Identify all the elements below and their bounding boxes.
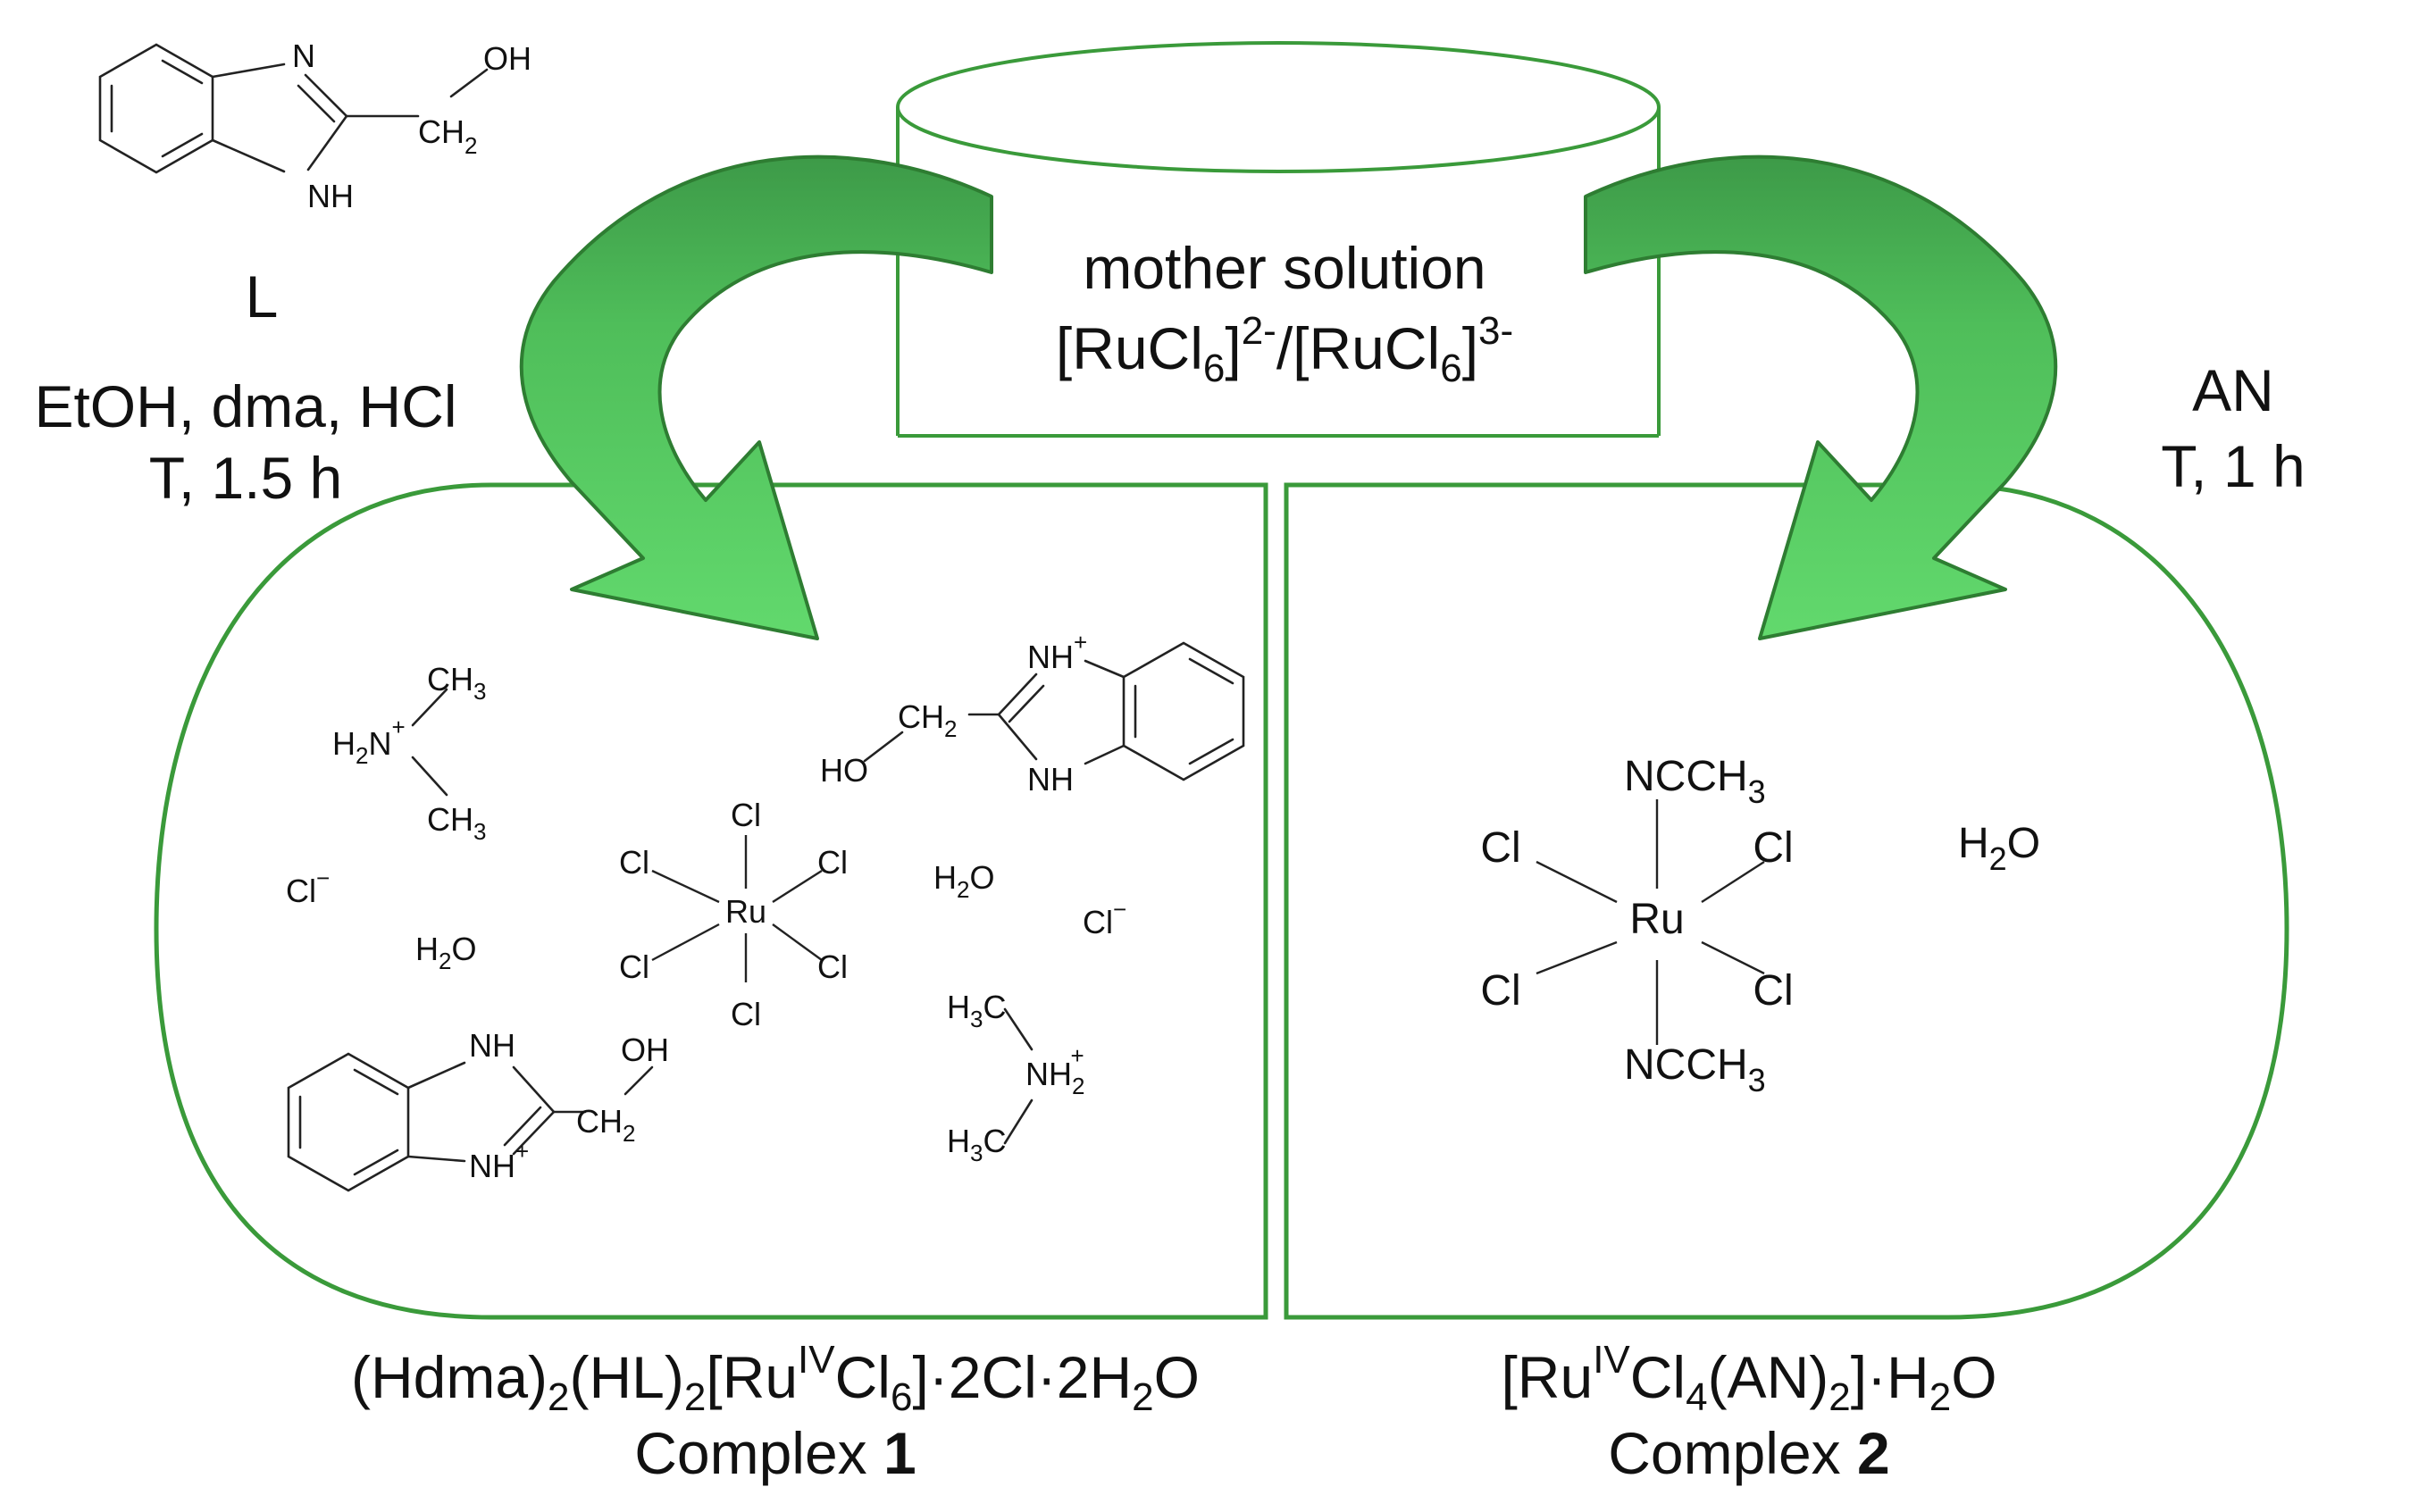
svg-text:NH+: NH+ (469, 1138, 529, 1184)
water-complex2: H2O (1958, 820, 2040, 877)
mother-solution-label: mother solution (1083, 235, 1485, 301)
svg-text:Cl: Cl (731, 996, 761, 1032)
svg-text:NH+: NH+ (1027, 629, 1087, 675)
dma-cation-top: H2N+ CH3 CH3 (332, 661, 486, 845)
svg-text:CH3: CH3 (427, 661, 486, 705)
svg-text:Cl: Cl (817, 948, 848, 985)
chloride-right: Cl− (1083, 896, 1126, 940)
complex1-formula: (Hdma)2(HL)2[RuIVCl6]·2Cl·2H2O (351, 1338, 1200, 1419)
ligand-oh-label: OH (483, 40, 531, 77)
conditions-left-line2: T, 1.5 h (149, 445, 342, 511)
svg-text:Cl: Cl (817, 844, 848, 881)
svg-text:HO: HO (820, 752, 868, 789)
svg-text:NH2+: NH2+ (1025, 1042, 1084, 1099)
hl-cation-bottom: NH NH+ CH2 OH (287, 1027, 669, 1192)
complex1-name: Complex 1 (634, 1420, 916, 1486)
right-arrow (1584, 155, 2058, 640)
conditions-left-line1: EtOH, dma, HCl (34, 373, 456, 439)
svg-text:Cl: Cl (619, 844, 649, 881)
ligand-n-label: N (292, 38, 315, 74)
vessel-right-half (1284, 482, 2289, 1320)
svg-text:H2N+: H2N+ (332, 714, 406, 769)
svg-text:Ru: Ru (725, 893, 766, 930)
left-arrow (519, 155, 993, 640)
svg-text:CH2: CH2 (898, 698, 957, 742)
svg-text:H3C: H3C (947, 1123, 1006, 1166)
rucl4an2-octahedron: NCCH3 Cl Cl Ru Cl Cl NCCH3 (1480, 753, 1793, 1098)
mother-solution-cylinder (896, 41, 1661, 438)
svg-text:NCCH3: NCCH3 (1624, 753, 1766, 810)
water-middle: H2O (933, 859, 994, 903)
svg-text:NH: NH (1027, 761, 1074, 798)
ligand-nh-label: NH (307, 178, 354, 214)
ligand-ch2-label: CH2 (418, 113, 477, 159)
svg-text:CH3: CH3 (427, 801, 486, 845)
svg-text:Cl: Cl (1480, 967, 1520, 1015)
svg-text:Cl: Cl (1480, 824, 1520, 872)
svg-text:CH2: CH2 (576, 1103, 635, 1147)
complex2-name: Complex 2 (1608, 1420, 1889, 1486)
vessel-left-half (154, 482, 1268, 1320)
dma-cation-bottom: H3C NH2+ H3C (947, 989, 1084, 1166)
water-left: H2O (415, 931, 476, 974)
svg-text:Cl: Cl (1753, 824, 1793, 872)
complex2-contents: NCCH3 Cl Cl Ru Cl Cl NCCH3 H2O (1480, 753, 2040, 1098)
conditions-right-line1: AN (2192, 357, 2274, 423)
svg-text:NH: NH (469, 1027, 515, 1064)
mother-solution-ions: [RuCl6]2-/[RuCl6]3- (1056, 309, 1513, 390)
svg-text:OH: OH (621, 1032, 669, 1068)
ligand-structure: N NH OH CH2 (98, 38, 531, 214)
rucl6-octahedron: Cl Cl Cl Ru Cl Cl Cl (619, 797, 848, 1032)
svg-text:H3C: H3C (947, 989, 1006, 1032)
svg-text:Ru: Ru (1629, 896, 1684, 943)
svg-text:Cl: Cl (1753, 967, 1793, 1015)
complex2-formula: [RuIVCl4(AN)2]·H2O (1501, 1338, 1996, 1419)
hl-cation-top: NH+ NH CH2 HO (820, 629, 1245, 798)
svg-text:NCCH3: NCCH3 (1624, 1041, 1766, 1098)
complex1-contents: H2N+ CH3 CH3 Cl− H2O Cl Cl Cl Ru Cl Cl C… (286, 629, 1245, 1192)
svg-text:Cl: Cl (619, 948, 649, 985)
chloride-left: Cl− (286, 865, 330, 909)
svg-text:Cl: Cl (731, 797, 761, 833)
conditions-right-line2: T, 1 h (2161, 433, 2305, 499)
ligand-label: L (246, 263, 279, 330)
